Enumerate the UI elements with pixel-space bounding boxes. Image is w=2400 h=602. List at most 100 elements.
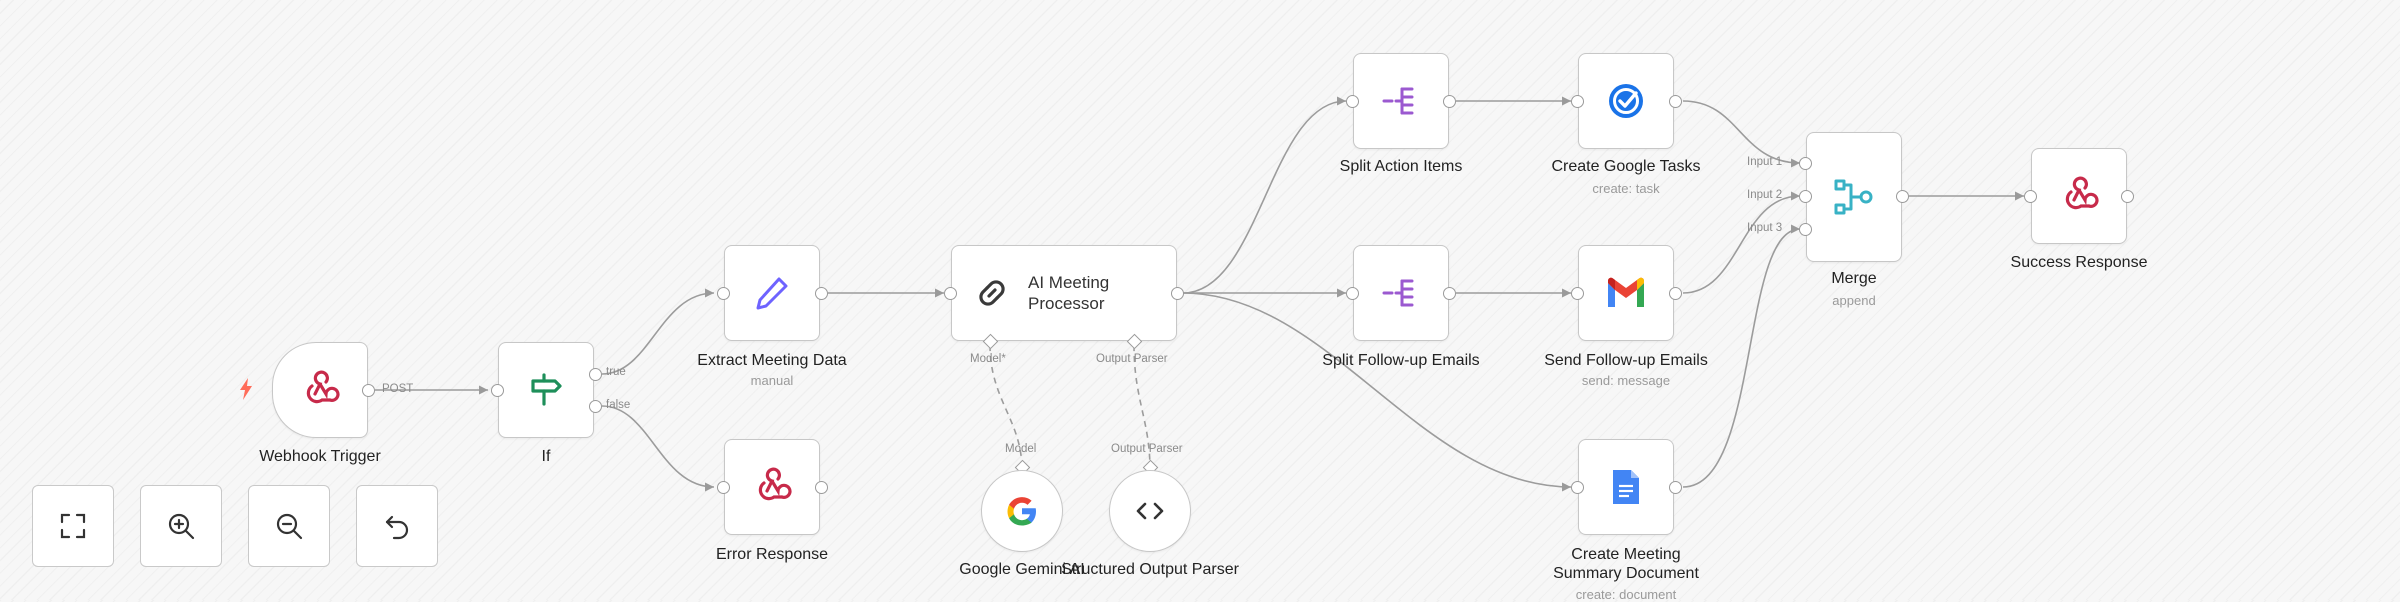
split-actions-output-port[interactable] — [1443, 95, 1456, 108]
extract-meeting-data-node[interactable] — [724, 245, 820, 341]
edge-label-input3: Input 3 — [1747, 222, 1783, 234]
split-followup-emails-label: Split Follow-up Emails — [1322, 352, 1480, 369]
split-icon — [1382, 279, 1414, 307]
code-icon — [1136, 502, 1164, 520]
success-response-label: Success Response — [2010, 254, 2148, 271]
split-icon — [1382, 87, 1414, 115]
create-google-tasks-node[interactable] — [1578, 53, 1674, 149]
reset-zoom-icon — [385, 515, 409, 540]
split-action-items-label: Split Action Items — [1339, 158, 1463, 175]
error-input-port[interactable] — [717, 481, 730, 494]
webhook-trigger-label: Webhook Trigger — [259, 448, 381, 465]
extract-meeting-data-label: Extract Meeting Data — [697, 352, 847, 369]
edge-label-post: POST — [382, 383, 414, 395]
merge-label: Merge — [1831, 270, 1877, 287]
doc-input-port[interactable] — [1571, 481, 1584, 494]
google-gemini-label: Google Gemini AI — [959, 561, 1085, 578]
ai-meeting-processor-node[interactable]: AI Meeting Processor — [951, 245, 1177, 341]
google-gemini-node[interactable] — [981, 470, 1063, 552]
trigger-bolt-icon — [240, 378, 252, 400]
edge-doc-merge — [1682, 224, 1801, 488]
edge-label-parser-target: Output Parser — [1111, 443, 1183, 455]
webhook-trigger-output-port[interactable] — [362, 384, 375, 397]
zoom-in-icon — [168, 513, 195, 540]
structured-output-parser-node[interactable] — [1109, 470, 1191, 552]
edge-ai-doc — [1182, 292, 1572, 492]
ai-meeting-processor-title: AI Meeting Processor — [1028, 273, 1110, 313]
fit-view-button[interactable] — [32, 485, 114, 567]
zoom-in-button[interactable] — [140, 485, 222, 567]
link-icon — [979, 280, 1005, 306]
tasks-output-port[interactable] — [1669, 95, 1682, 108]
if-node[interactable] — [498, 342, 594, 438]
reset-zoom-button[interactable] — [356, 485, 438, 567]
if-label: If — [541, 448, 551, 465]
send-followup-emails-label: Send Follow-up Emails — [1544, 352, 1708, 369]
merge-node[interactable] — [1806, 132, 1902, 262]
pencil-icon — [756, 277, 788, 310]
create-google-tasks-subtitle: create: task — [1592, 181, 1660, 196]
send-followup-emails-subtitle: send: message — [1581, 373, 1671, 388]
split-followup-input-port[interactable] — [1346, 287, 1359, 300]
edge-model — [989, 344, 1023, 471]
if-input-port[interactable] — [491, 384, 504, 397]
if-true-port[interactable] — [589, 368, 602, 381]
send-followup-emails-node[interactable] — [1578, 245, 1674, 341]
success-response-node[interactable] — [2031, 148, 2127, 244]
emails-input-port[interactable] — [1571, 287, 1584, 300]
edge-label-true: true — [606, 366, 626, 378]
extract-input-port[interactable] — [717, 287, 730, 300]
extract-output-port[interactable] — [815, 287, 828, 300]
edge-if-error — [601, 405, 715, 492]
error-response-label: Error Response — [715, 546, 829, 563]
error-output-port[interactable] — [815, 481, 828, 494]
merge-input-3-port[interactable] — [1799, 223, 1812, 236]
create-meeting-summary-document-label: Create Meeting Summary Document — [1553, 546, 1699, 582]
if-false-port[interactable] — [589, 400, 602, 413]
merge-subtitle: append — [1832, 293, 1876, 308]
edge-label-input1: Input 1 — [1747, 156, 1783, 168]
edge-label-model: Model* — [970, 353, 1006, 365]
edge-label-input2: Input 2 — [1747, 189, 1783, 201]
emails-output-port[interactable] — [1669, 287, 1682, 300]
success-output-port[interactable] — [2121, 190, 2134, 203]
google-tasks-icon — [1609, 84, 1643, 118]
create-meeting-summary-document-subtitle: create: document — [1575, 587, 1677, 602]
gmail-icon — [1608, 277, 1644, 307]
webhook-trigger-node[interactable] — [272, 342, 368, 438]
split-action-items-node[interactable] — [1353, 53, 1449, 149]
zoom-out-button[interactable] — [248, 485, 330, 567]
edge-ai-split-actions — [1182, 96, 1347, 294]
signpost-icon — [531, 373, 562, 406]
success-input-port[interactable] — [2024, 190, 2037, 203]
zoom-out-icon — [276, 513, 303, 540]
edge-emails-merge — [1682, 191, 1801, 294]
error-response-node[interactable] — [724, 439, 820, 535]
tasks-input-port[interactable] — [1571, 95, 1584, 108]
split-actions-input-port[interactable] — [1346, 95, 1359, 108]
ai-input-port[interactable] — [944, 287, 957, 300]
edge-label-output-parser: Output Parser — [1096, 353, 1168, 365]
merge-output-port[interactable] — [1896, 190, 1909, 203]
split-followup-emails-node[interactable] — [1353, 245, 1449, 341]
ai-output-port[interactable] — [1171, 287, 1184, 300]
create-google-tasks-label: Create Google Tasks — [1551, 158, 1701, 175]
structured-output-parser-label: Structured Output Parser — [1061, 561, 1239, 578]
edge-label-model-target: Model — [1005, 443, 1037, 455]
merge-input-1-port[interactable] — [1799, 157, 1812, 170]
fit-view-icon — [60, 513, 86, 539]
google-docs-icon — [1613, 470, 1639, 504]
edge-if-extract — [601, 288, 715, 375]
edge-label-false: false — [606, 399, 631, 411]
merge-icon — [1834, 179, 1873, 215]
doc-output-port[interactable] — [1669, 481, 1682, 494]
webhook-icon — [758, 467, 792, 501]
merge-input-2-port[interactable] — [1799, 190, 1812, 203]
extract-meeting-data-subtitle: manual — [750, 373, 794, 388]
google-icon — [1007, 497, 1036, 526]
webhook-icon — [2065, 176, 2099, 210]
split-followup-output-port[interactable] — [1443, 287, 1456, 300]
create-meeting-summary-document-node[interactable] — [1578, 439, 1674, 535]
edge-tasks-merge — [1682, 100, 1801, 168]
